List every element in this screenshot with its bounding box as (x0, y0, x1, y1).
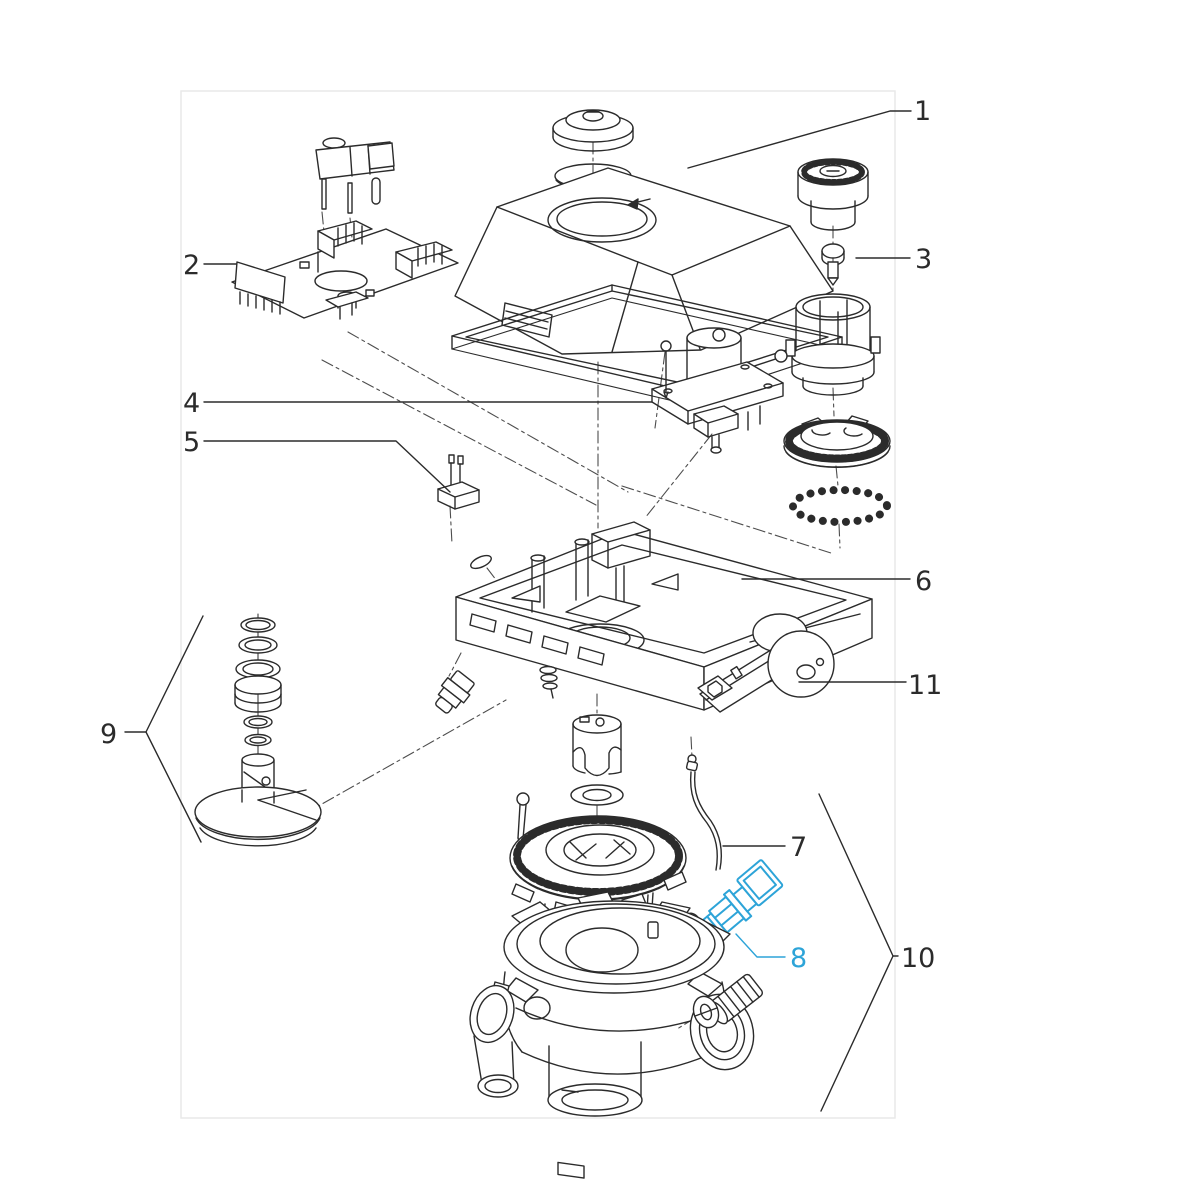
callout-11: 11 (908, 670, 942, 701)
drive-gear-drawing (783, 415, 891, 468)
callout-10-leader (818, 793, 899, 957)
drive-motor-drawing (651, 327, 784, 454)
handle-assembly-drawing (697, 613, 835, 713)
callout-5-leader (203, 440, 451, 493)
plug-washer-drawing (692, 995, 720, 1029)
cam-housing-drawing (774, 293, 881, 396)
diffuser-dome-drawing (194, 786, 322, 847)
circuit-board-assembly-drawing (231, 137, 459, 320)
callout-leaders (124, 110, 912, 1112)
callout-3: 3 (915, 244, 932, 275)
callout-7: 7 (790, 832, 807, 863)
cover-drawing (451, 167, 843, 404)
callout-10-bracket (820, 955, 894, 1112)
motor-screw-drawing (660, 340, 672, 399)
small-oring-drawing (470, 554, 492, 570)
cover-arrow-icon (627, 198, 651, 210)
knob-drawing (797, 158, 869, 231)
valve-bottom-tube-drawing (547, 1041, 643, 1179)
housing-fitting-drawing (435, 670, 475, 714)
wire-connector-drawing (437, 454, 480, 510)
knob-screw-drawing (821, 243, 845, 286)
pcb-drawing (231, 220, 459, 320)
callout-9: 9 (100, 719, 117, 750)
piston-seal-assembly-drawing (194, 613, 322, 847)
callout-4: 4 (183, 388, 200, 419)
page-frame (180, 90, 896, 1119)
callout-8-leader (735, 933, 786, 958)
turbine-disc-drawing (509, 792, 687, 938)
bearing-ball-ring-drawing (789, 486, 891, 526)
callout-8: 8 (790, 943, 807, 974)
transformer-drawing (315, 137, 395, 214)
callout-6: 6 (915, 566, 932, 597)
callout-1-leader (687, 110, 912, 169)
housing-interior-drawing (511, 521, 679, 657)
callout-5: 5 (183, 427, 200, 458)
valve-left-port-drawing (469, 984, 515, 1044)
housing-drain-nipple-drawing (539, 665, 558, 699)
callout-10: 10 (901, 943, 935, 974)
callout-9-bracket (145, 615, 204, 843)
capillary-tube-drawing (685, 754, 722, 871)
valve-body-drawing (469, 891, 764, 1179)
washer-drawing (570, 784, 624, 806)
rotor-core-drawing (572, 714, 622, 777)
callout-labels: 1 2 3 4 5 6 7 8 9 10 11 (100, 96, 942, 974)
callout-1: 1 (914, 96, 931, 127)
callout-2: 2 (183, 250, 200, 281)
